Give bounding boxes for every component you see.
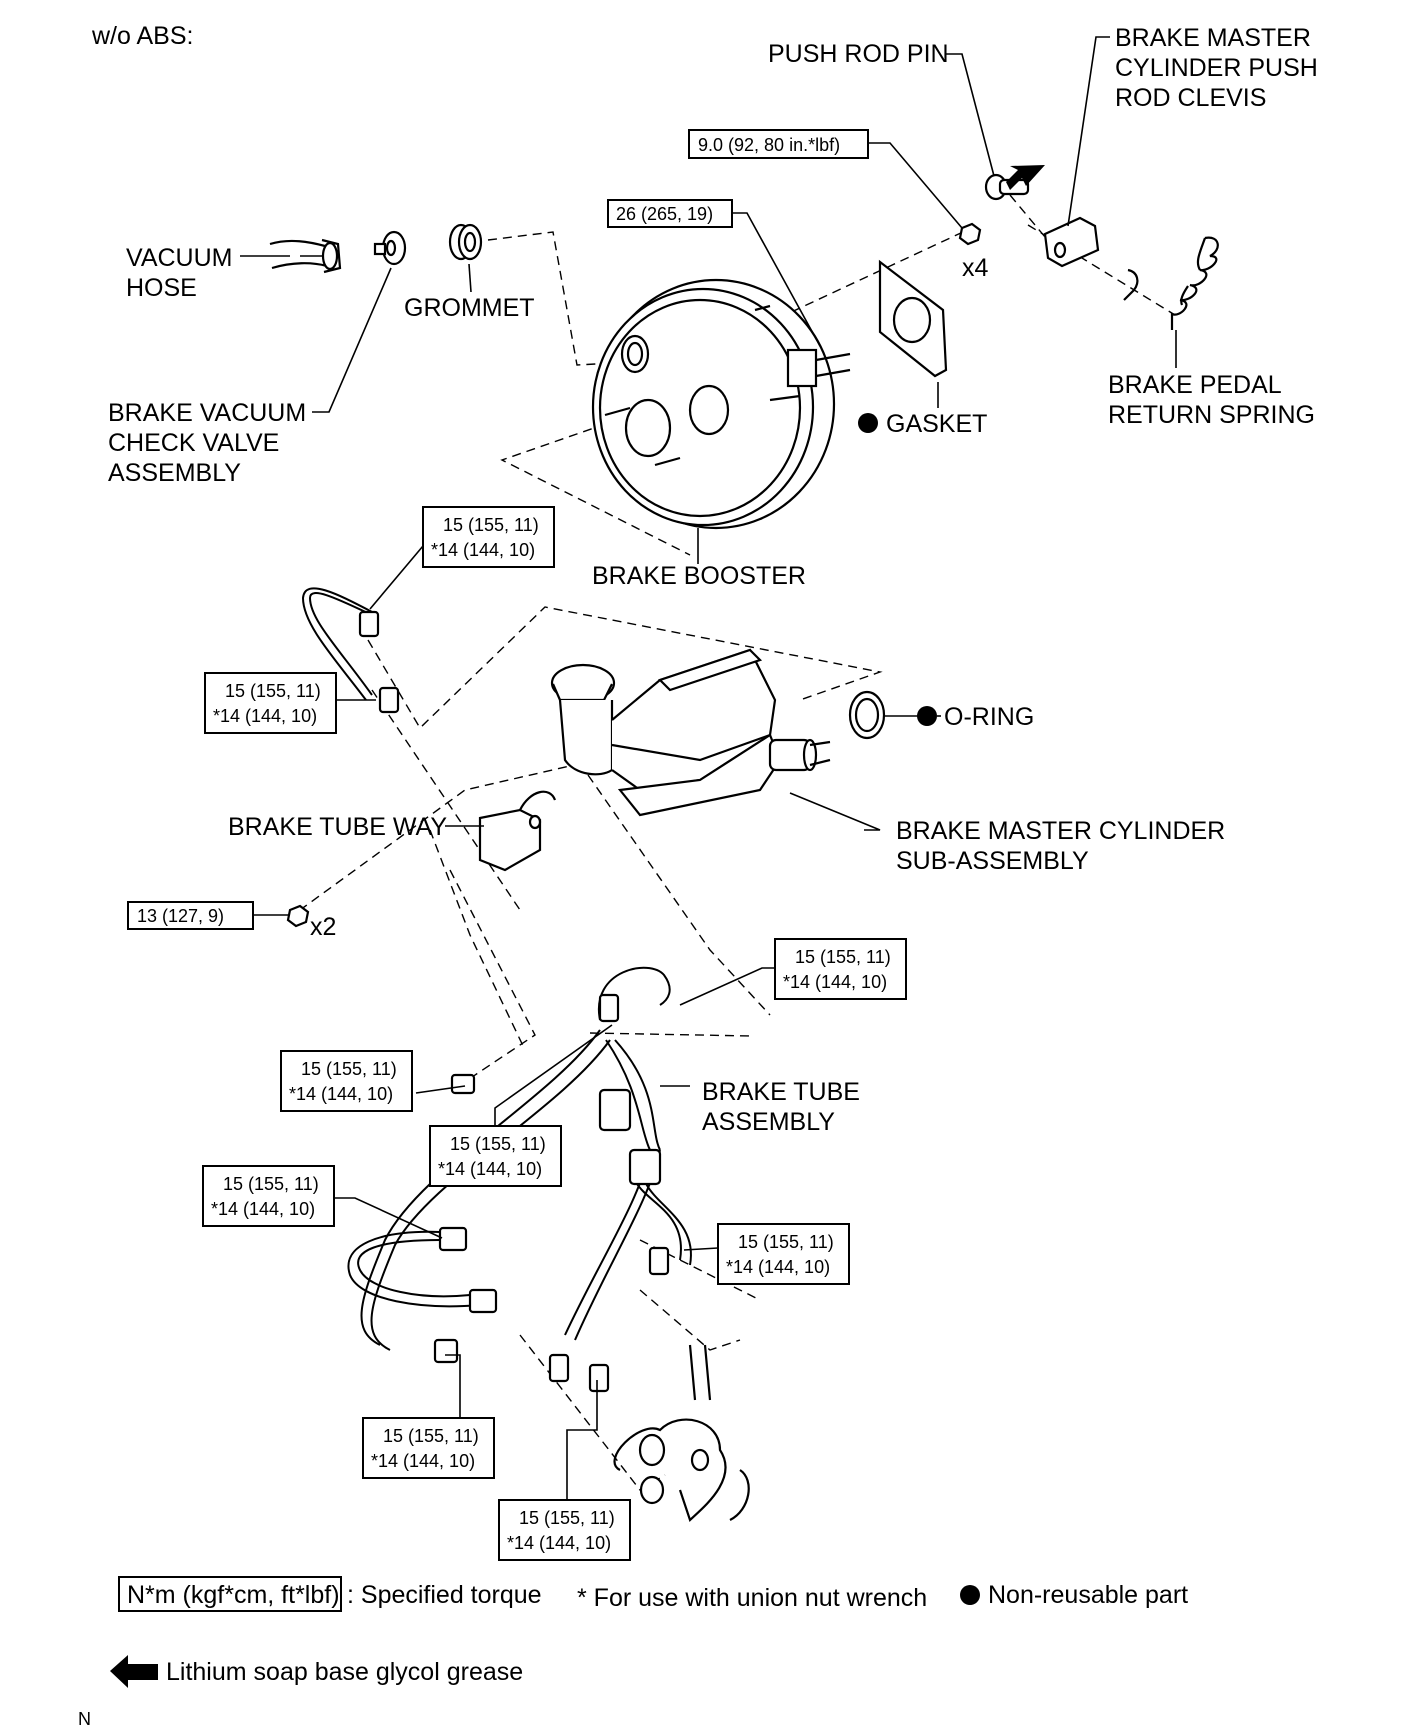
legend-union-note: * For use with union nut wrench (577, 1584, 927, 1612)
svg-text:*14 (144, 10): *14 (144, 10) (211, 1199, 315, 1219)
grease-legend-arrow-icon (110, 1655, 158, 1688)
legend-grease: Lithium soap base glycol grease (166, 1658, 523, 1686)
label-grommet: GROMMET (404, 294, 535, 322)
clip (1123, 268, 1139, 301)
label-way-nut-qty: x2 (310, 913, 336, 941)
label-o-ring: O-RING (944, 703, 1034, 731)
svg-text:15 (155, 11): 15 (155, 11) (795, 947, 891, 967)
non-reusable-bullet-gasket (858, 413, 878, 433)
svg-text:13 (127, 9): 13 (127, 9) (137, 906, 224, 926)
alignment-lines (299, 194, 1176, 1491)
brake-tube-way-part (478, 790, 557, 872)
torque-box-tube-6: 15 (155, 11) *14 (144, 10) (202, 1165, 335, 1227)
label-check-valve-line2: CHECK VALVE (108, 429, 279, 457)
o-ring (848, 690, 886, 740)
way-nut (286, 904, 310, 928)
svg-text:15 (155, 11): 15 (155, 11) (383, 1426, 479, 1446)
svg-text:*14 (144, 10): *14 (144, 10) (438, 1159, 542, 1179)
svg-text:15 (155, 11): 15 (155, 11) (223, 1174, 319, 1194)
torque-box-tube-7: 15 (155, 11) *14 (144, 10) (717, 1223, 850, 1285)
non-reusable-legend-icon (960, 1585, 980, 1605)
svg-text:*14 (144, 10): *14 (144, 10) (431, 540, 535, 560)
label-brake-booster: BRAKE BOOSTER (592, 562, 806, 590)
svg-text:*14 (144, 10): *14 (144, 10) (371, 1451, 475, 1471)
brake-pedal-return-spring (1170, 236, 1219, 330)
svg-text:9.0 (92, 80 in.*lbf): 9.0 (92, 80 in.*lbf) (698, 135, 840, 155)
label-push-rod-pin: PUSH ROD PIN (768, 40, 949, 68)
torque-box-tube-8: 15 (155, 11) *14 (144, 10) (362, 1417, 495, 1479)
label-spring-line2: RETURN SPRING (1108, 401, 1315, 429)
label-gasket: GASKET (886, 410, 987, 438)
torque-box-tube-1: 15 (155, 11) *14 (144, 10) (422, 506, 555, 568)
legend: N*m (kgf*cm, ft*lbf) : Specified torque … (110, 1576, 1188, 1688)
legend-torque-desc: : Specified torque (347, 1581, 542, 1609)
label-master-cylinder-line2: SUB-ASSEMBLY (896, 847, 1089, 875)
torque-box-tube-9: 15 (155, 11) *14 (144, 10) (498, 1499, 631, 1561)
label-vacuum-hose-line2: HOSE (126, 274, 197, 302)
vacuum-hose (269, 238, 342, 274)
label-booster-nut-qty: x4 (962, 254, 989, 282)
torque-box-tube-2: 15 (155, 11) *14 (144, 10) (204, 672, 337, 734)
torque-box-clevis-nut: 9.0 (92, 80 in.*lbf) (688, 129, 869, 159)
non-reusable-bullet-oring (917, 706, 937, 726)
grommet (448, 223, 483, 261)
push-rod-clevis (1043, 216, 1100, 268)
svg-text:*14 (144, 10): *14 (144, 10) (289, 1084, 393, 1104)
leader-lines (240, 36, 1177, 1500)
brake-tubes (301, 587, 692, 1393)
label-master-cylinder-line1: BRAKE MASTER CYLINDER (896, 817, 1225, 845)
label-clevis-line2: CYLINDER PUSH (1115, 54, 1318, 82)
proportioning-valve-sketch (613, 1344, 750, 1523)
grease-arrow-icon (1006, 165, 1045, 190)
svg-text:*14 (144, 10): *14 (144, 10) (507, 1533, 611, 1553)
check-valve (373, 230, 407, 266)
torque-box-tube-5: 15 (155, 11) *14 (144, 10) (429, 1125, 562, 1187)
svg-text:15 (155, 11): 15 (155, 11) (443, 515, 539, 535)
label-tube-assembly-line1: BRAKE TUBE (702, 1078, 860, 1106)
label-clevis-line3: ROD CLEVIS (1115, 84, 1266, 112)
legend-non-reusable: Non-reusable part (988, 1581, 1188, 1609)
torque-box-booster-stud: 26 (265, 19) (607, 199, 733, 228)
push-rod-pin (984, 173, 1030, 201)
svg-text:15 (155, 11): 15 (155, 11) (519, 1508, 615, 1528)
svg-text:*14 (144, 10): *14 (144, 10) (213, 706, 317, 726)
label-check-valve-line3: ASSEMBLY (108, 459, 241, 487)
svg-text:15 (155, 11): 15 (155, 11) (738, 1232, 834, 1252)
brake-master-cylinder (550, 648, 831, 817)
torque-box-tube-3: 15 (155, 11) *14 (144, 10) (774, 938, 907, 1000)
brake-booster (591, 278, 851, 530)
svg-text:*14 (144, 10): *14 (144, 10) (783, 972, 887, 992)
svg-text:15 (155, 11): 15 (155, 11) (225, 681, 321, 701)
label-vacuum-hose-line1: VACUUM (126, 244, 232, 272)
svg-text:15 (155, 11): 15 (155, 11) (450, 1134, 546, 1154)
svg-text:26 (265, 19): 26 (265, 19) (616, 204, 713, 224)
label-brake-tube-way: BRAKE TUBE WAY (228, 813, 447, 841)
svg-text:*14 (144, 10): *14 (144, 10) (726, 1257, 830, 1277)
diagram-header: w/o ABS: (91, 22, 193, 50)
label-check-valve-line1: BRAKE VACUUM (108, 399, 306, 427)
corner-mark: N (78, 1709, 91, 1729)
label-tube-assembly-line2: ASSEMBLY (702, 1108, 835, 1136)
torque-box-way-nut: 13 (127, 9) (127, 901, 254, 930)
svg-text:15 (155, 11): 15 (155, 11) (301, 1059, 397, 1079)
booster-nut (958, 222, 982, 246)
torque-box-tube-4: 15 (155, 11) *14 (144, 10) (280, 1050, 413, 1112)
label-spring-line1: BRAKE PEDAL (1108, 371, 1282, 399)
legend-torque-box: N*m (kgf*cm, ft*lbf) (127, 1581, 340, 1609)
gasket (878, 259, 948, 378)
label-clevis-line1: BRAKE MASTER (1115, 24, 1311, 52)
